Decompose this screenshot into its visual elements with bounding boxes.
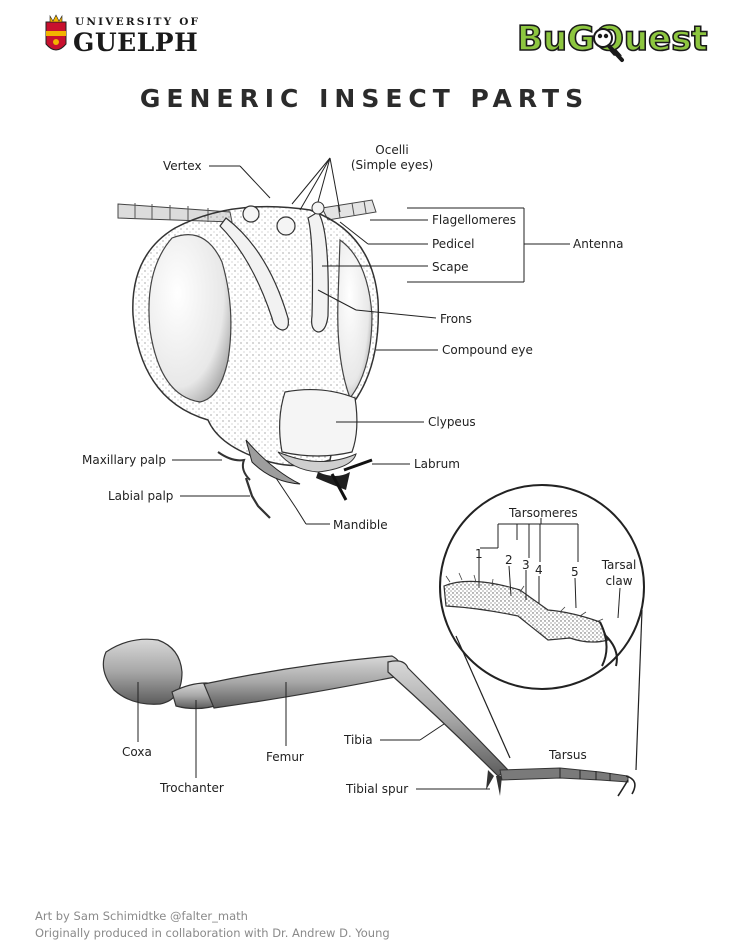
insect-head-illustration [117, 199, 380, 519]
label-femur: Femur [266, 750, 304, 764]
label-scape: Scape [432, 260, 469, 274]
bugquest-logo: BuGQuest [516, 18, 708, 62]
label-mandible: Mandible [333, 518, 388, 532]
insect-leg-illustration [102, 638, 636, 797]
label-tarsus: Tarsus [549, 748, 587, 762]
credit-collaboration: Originally produced in collaboration wit… [35, 926, 390, 940]
label-frons: Frons [440, 312, 472, 326]
label-maxillary-palp: Maxillary palp [82, 453, 166, 467]
label-pedicel: Pedicel [432, 237, 475, 251]
label-ocelli: Ocelli [375, 143, 409, 157]
label-trochanter: Trochanter [160, 781, 224, 795]
leg-leader-lines [137, 682, 490, 790]
label-vertex: Vertex [163, 159, 202, 173]
tarsomere-number-4: 4 [535, 563, 543, 577]
credit-artist: Art by Sam Schimidtke @falter_math [35, 909, 248, 923]
label-clypeus: Clypeus [428, 415, 476, 429]
tarsomere-number-5: 5 [571, 565, 579, 579]
label-ocelli-sub: (Simple eyes) [350, 158, 434, 172]
label-tarsal-claw-line2: claw [605, 574, 633, 588]
label-flagellomeres: Flagellomeres [432, 213, 516, 227]
tarsomere-number-3: 3 [522, 558, 530, 572]
university-of-text: UNIVERSITY OF [75, 16, 201, 28]
guelph-wordmark: GUELPH [73, 28, 199, 57]
guelph-crest-icon [45, 14, 67, 51]
label-tarsomeres: Tarsomeres [509, 506, 578, 520]
tarsomere-number-1: 1 [475, 547, 483, 561]
label-labrum: Labrum [414, 457, 460, 471]
label-coxa: Coxa [122, 745, 152, 759]
label-tibia: Tibia [344, 733, 373, 747]
label-compound-eye: Compound eye [442, 343, 533, 357]
label-labial-palp: Labial palp [108, 489, 174, 503]
label-tibial-spur: Tibial spur [346, 782, 409, 796]
label-antenna: Antenna [573, 237, 624, 251]
label-tarsal-claw-line1: Tarsal [601, 558, 637, 572]
tarsus-inset [439, 484, 645, 771]
page-title: GENERIC INSECT PARTS [139, 84, 590, 113]
right-antenna [321, 199, 377, 221]
tarsomere-number-2: 2 [505, 553, 513, 567]
head-leader-lines [172, 157, 570, 525]
